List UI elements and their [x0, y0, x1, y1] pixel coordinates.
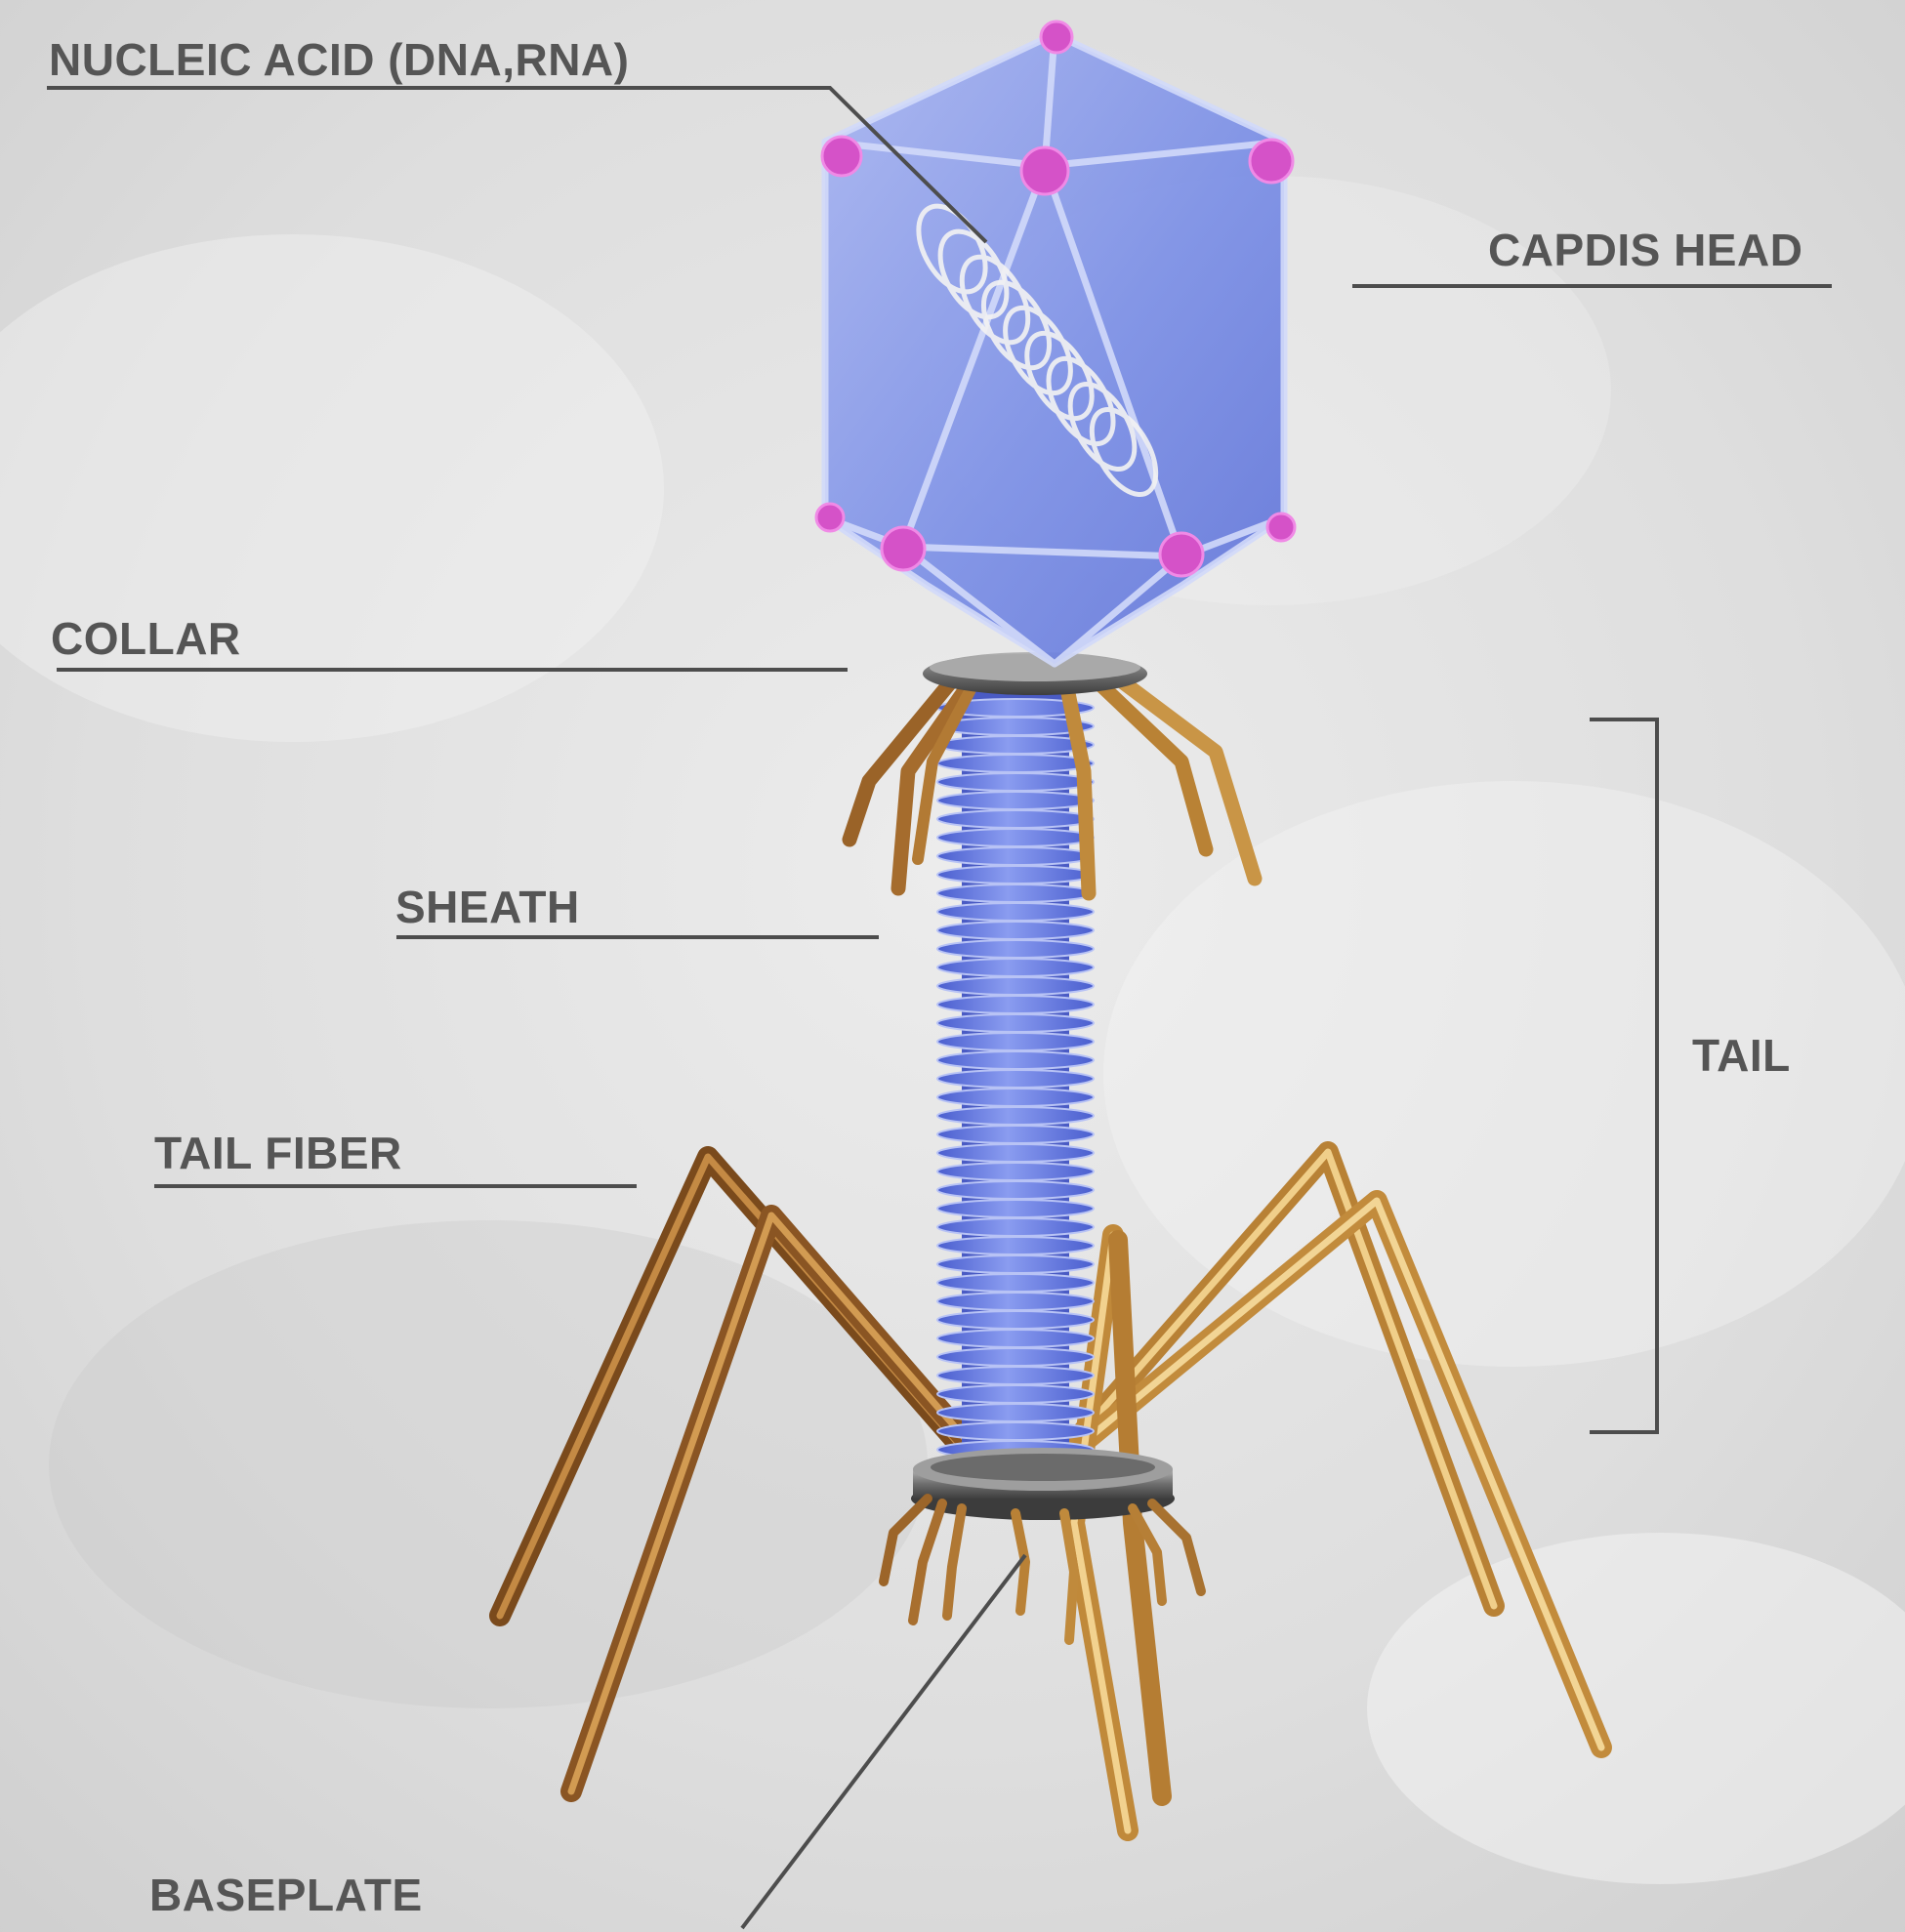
sheath-ring [937, 1144, 1094, 1162]
sheath-ring [937, 1107, 1094, 1125]
sheath-ring [937, 866, 1094, 884]
sheath-ring [937, 1033, 1094, 1050]
label-baseplate: BASEPLATE [149, 1872, 423, 1917]
sheath-ring [937, 755, 1094, 772]
sheath-ring [937, 1218, 1094, 1236]
sheath [937, 683, 1094, 1484]
sheath-ring [937, 1367, 1094, 1384]
sheath-ring [937, 773, 1094, 791]
sheath-ring [937, 1181, 1094, 1199]
sheath-ring [937, 1126, 1094, 1143]
sheath-ring [937, 1330, 1094, 1347]
sheath-ring [937, 1089, 1094, 1106]
sheath-ring [937, 1348, 1094, 1366]
sheath-ring [937, 959, 1094, 976]
sheath-ring [937, 792, 1094, 809]
sheath-ring [937, 1274, 1094, 1292]
sheath-ring [937, 903, 1094, 921]
collar [923, 652, 1147, 695]
sheath-ring [937, 1385, 1094, 1403]
label-nucleic-acid: NUCLEIC ACID (DNA,RNA) [49, 37, 629, 82]
label-tail-fiber: TAIL FIBER [154, 1130, 402, 1175]
sheath-ring [937, 1293, 1094, 1310]
sheath-ring [937, 810, 1094, 828]
sheath-ring [937, 1404, 1094, 1421]
sheath-ring [937, 940, 1094, 958]
sheath-ring [937, 847, 1094, 865]
label-collar: COLLAR [51, 616, 241, 661]
sheath-ring [937, 884, 1094, 902]
label-sheath: SHEATH [395, 884, 580, 929]
sheath-ring [937, 996, 1094, 1013]
sheath-ring [937, 977, 1094, 995]
sheath-ring [937, 922, 1094, 939]
sheath-ring [937, 1051, 1094, 1069]
label-capsid-head: CAPDIS HEAD [1488, 227, 1802, 272]
sheath-ring [937, 1014, 1094, 1032]
sheath-ring [937, 829, 1094, 846]
sheath-ring [937, 1255, 1094, 1273]
sheath-ring [937, 1200, 1094, 1217]
sheath-ring [937, 1163, 1094, 1180]
sheath-ring [937, 1237, 1094, 1254]
sheath-ring [937, 1311, 1094, 1329]
sheath-ring [937, 1070, 1094, 1088]
sheath-ring [937, 1422, 1094, 1440]
label-tail: TAIL [1692, 1033, 1791, 1078]
